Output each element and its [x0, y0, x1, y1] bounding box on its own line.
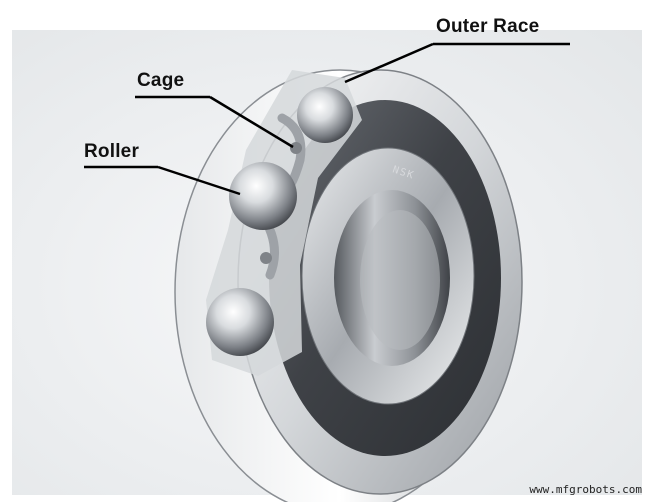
roller-label: Roller — [84, 141, 140, 162]
roller-ball — [229, 162, 297, 230]
cage-rivet — [260, 252, 272, 264]
watermark: www.mfgrobots.com — [529, 483, 642, 496]
cage-label: Cage — [137, 70, 185, 91]
roller-leader-line — [157, 165, 241, 196]
outer-race-label: Outer Race — [436, 16, 540, 37]
cage-leader-line — [209, 95, 294, 149]
bore-highlight — [360, 210, 440, 350]
roller-ball — [297, 87, 353, 143]
cage-rivet — [290, 142, 302, 154]
outer-race-leader-line — [344, 42, 434, 84]
roller-ball — [206, 288, 274, 356]
